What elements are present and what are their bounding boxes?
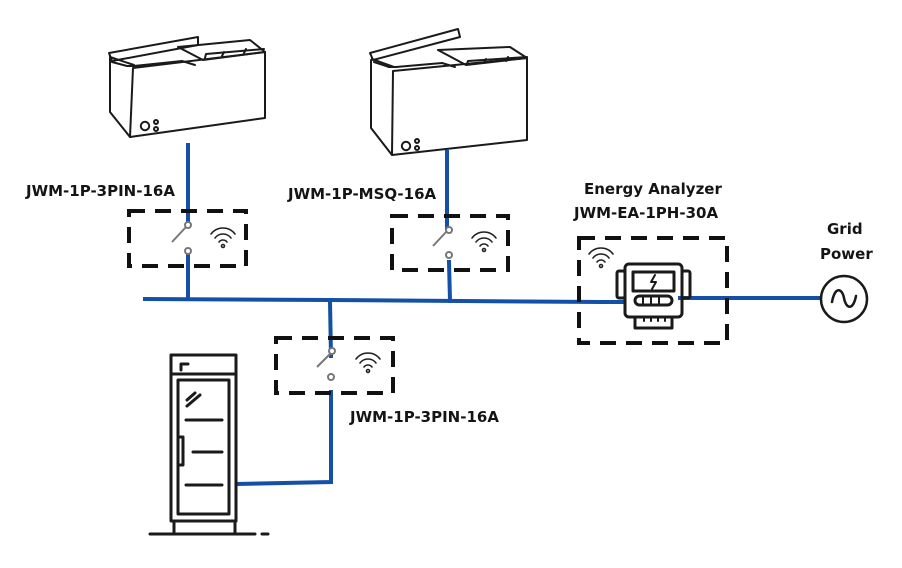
device-boundary [577, 236, 729, 345]
smart-switch-2[interactable] [390, 214, 510, 272]
device-boundary [274, 336, 395, 395]
device-boundary [127, 209, 248, 268]
analyzer-title: Energy Analyzer [584, 180, 722, 198]
chest-freezer-2 [369, 28, 528, 156]
switch-2-bus-wire [446, 259, 453, 304]
ac-source-icon [819, 274, 869, 324]
energy-analyzer[interactable] [577, 236, 729, 345]
wifi-icon [210, 227, 236, 249]
switch-contact-icon [316, 347, 336, 381]
switch-contact-icon [432, 226, 453, 259]
wifi-icon [588, 247, 614, 269]
smart-switch-1[interactable] [127, 209, 248, 268]
energy-meter-icon [615, 262, 692, 330]
analyzer-model: JWM-EA-1PH-30A [573, 204, 718, 222]
device-boundary [390, 214, 510, 272]
grid-label-line2: Power [820, 245, 873, 263]
wifi-icon [471, 231, 497, 253]
wires [142, 143, 822, 487]
main-bus-wire [142, 296, 603, 305]
wifi-icon [355, 352, 381, 374]
display-refrigerator [148, 353, 270, 536]
chest-freezer-1 [108, 36, 266, 138]
upright-fridge-icon [148, 353, 270, 536]
switch-3-bus-wire [327, 299, 334, 359]
smart-switch-3[interactable] [274, 336, 395, 395]
switch-2-label: JWM-1P-MSQ-16A [287, 185, 437, 203]
grid-power [819, 274, 869, 324]
chest-freezer-icon [108, 36, 266, 138]
switch-3-fridge-wire [235, 390, 333, 487]
grid-label-line1: Grid [827, 220, 863, 238]
switch-contact-icon [171, 221, 192, 255]
chest-freezer-icon [369, 28, 528, 156]
switch-3-label: JWM-1P-3PIN-16A [349, 408, 499, 426]
switch-1-label: JWM-1P-3PIN-16A [25, 182, 175, 200]
